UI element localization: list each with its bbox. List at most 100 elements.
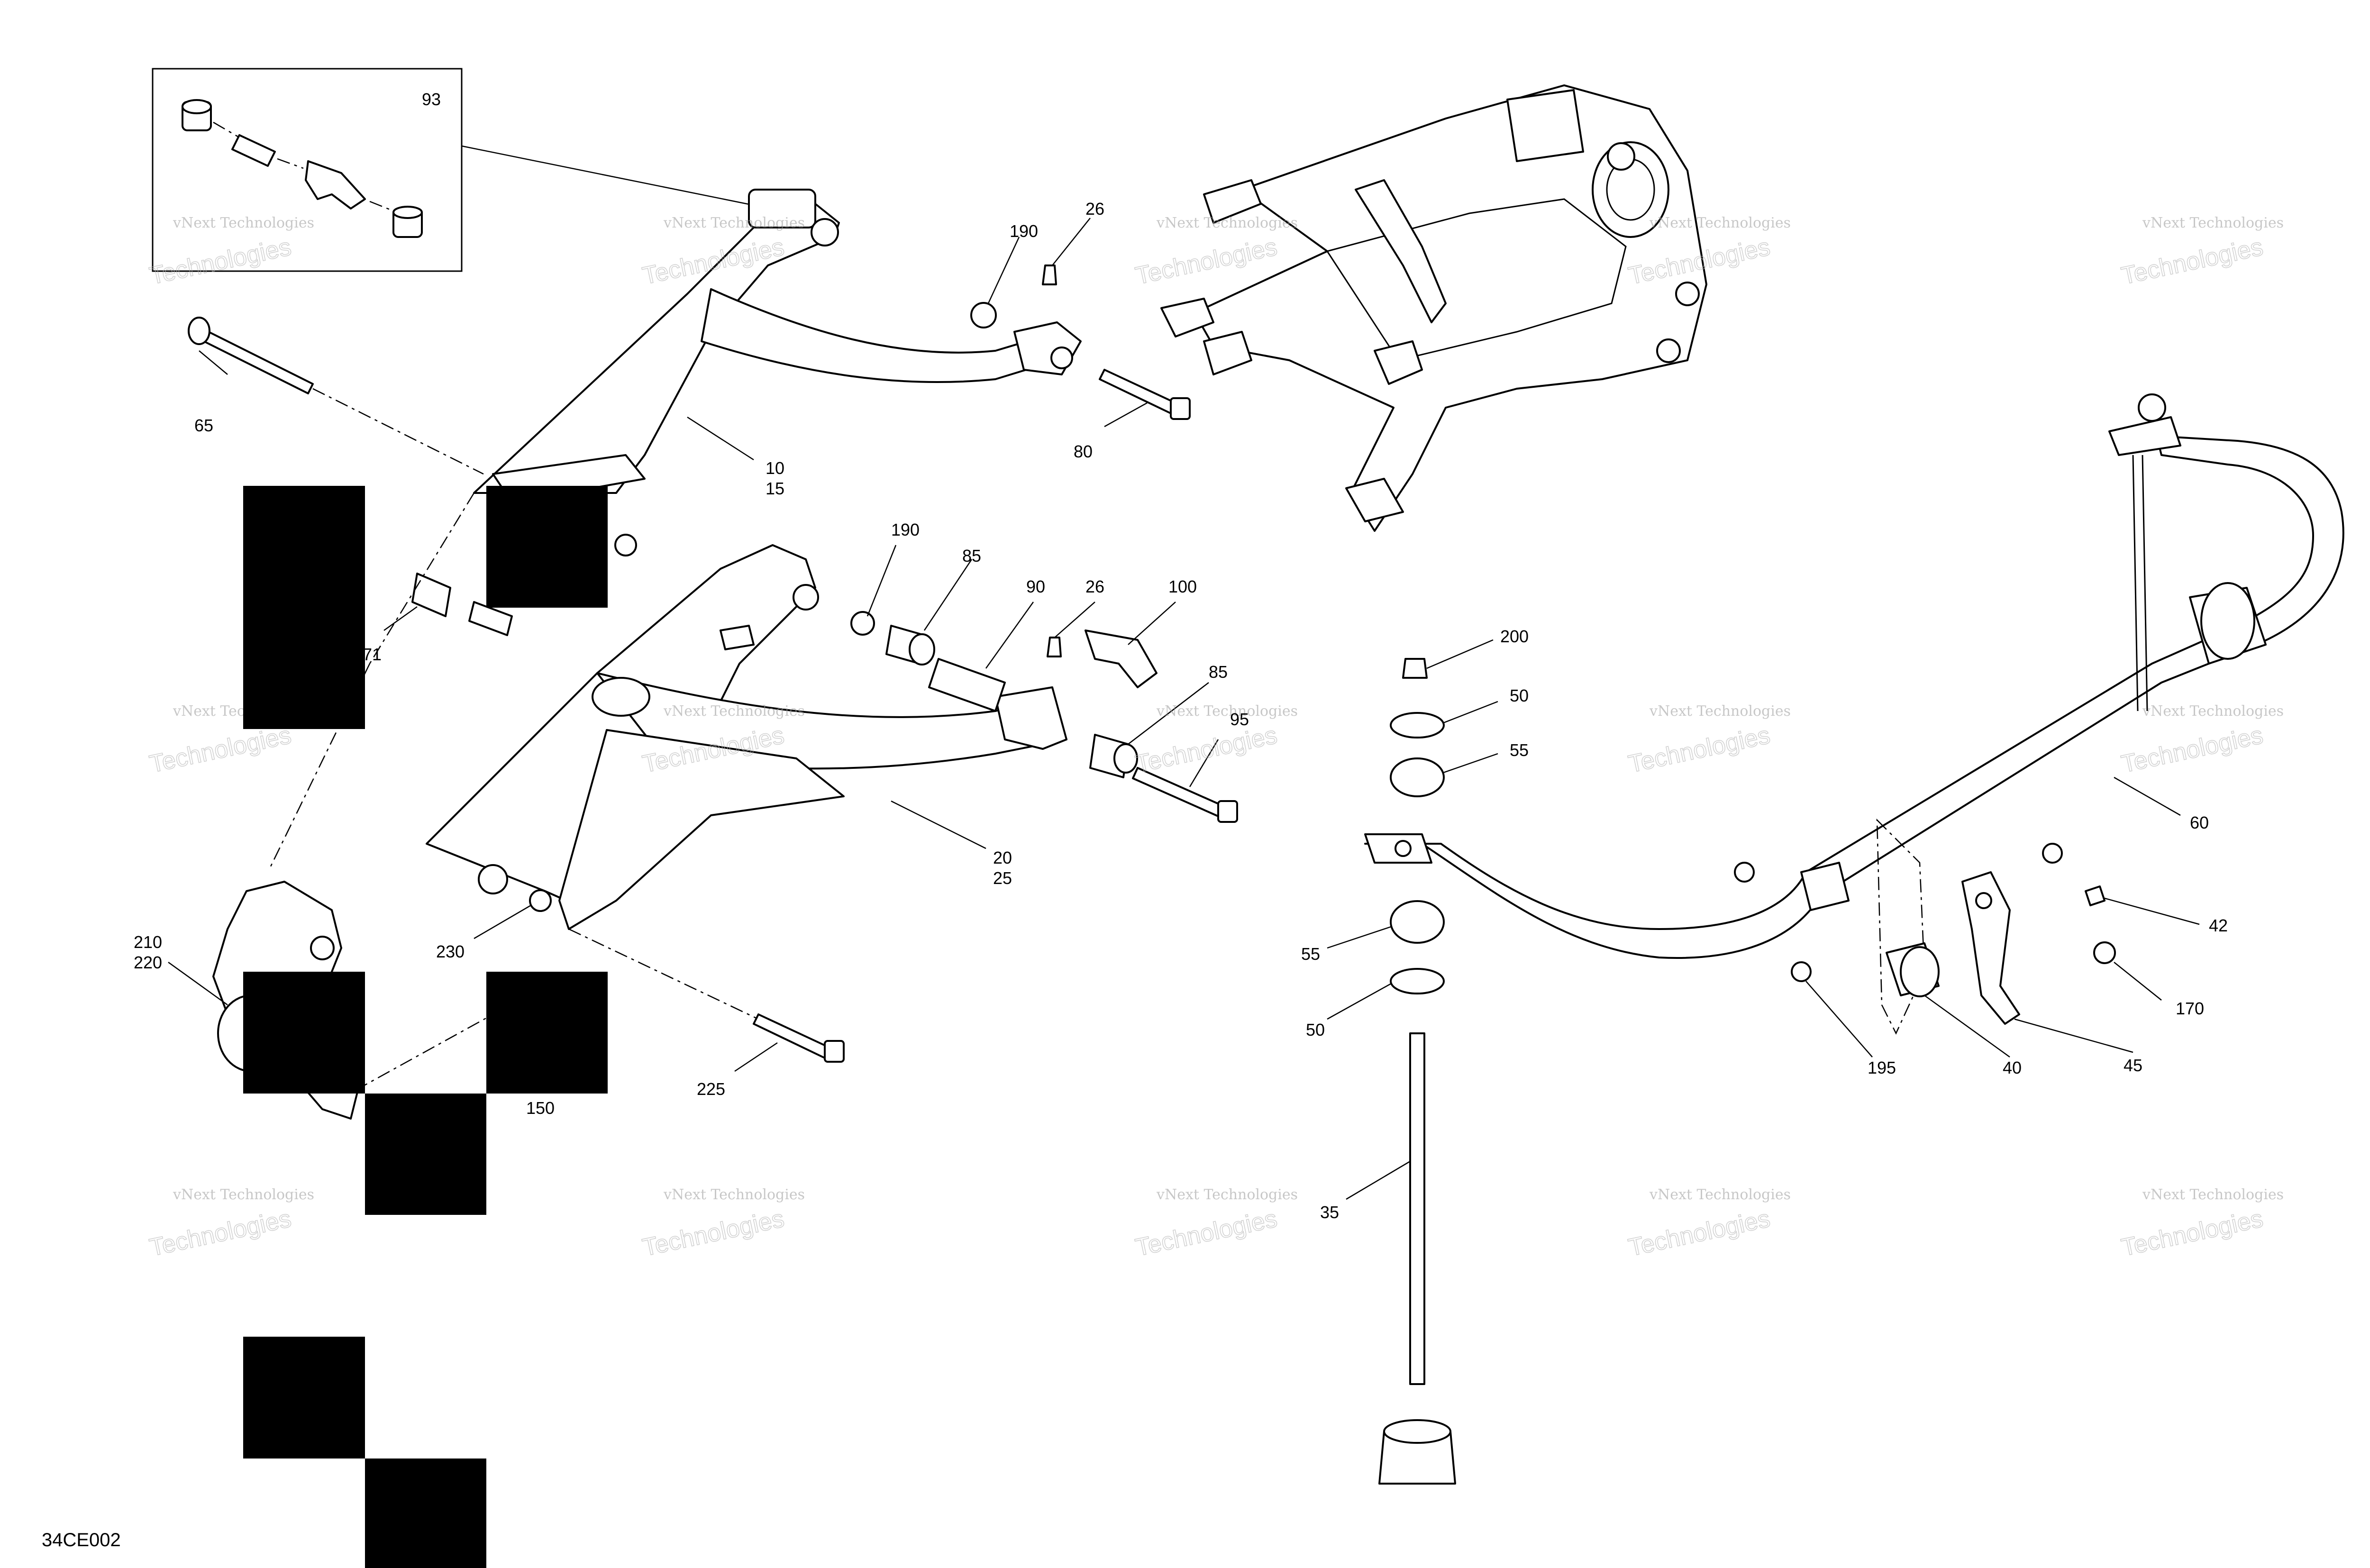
grease-fitting-26-top [1042,264,1057,285]
grease-fitting-42 [2085,885,2106,906]
bushing-71 [411,534,637,636]
svg-text:vNext Technologies: vNext Technologies [1649,1186,1791,1203]
watermark: Technologies vNext Technologies [147,215,314,291]
callout-45: 45 [2124,1056,2142,1075]
callout-150: 150 [526,1098,555,1118]
svg-text:vNext Technologies: vNext Technologies [1156,215,1298,231]
bolt-170 [2093,941,2116,964]
nut-190-top [970,302,997,328]
callout-26-top: 26 [1085,199,1104,219]
rear-subframe [1160,84,1707,532]
bushing-85-right [1089,734,1138,778]
redaction-block [486,972,608,1094]
callout-71: 71 [363,645,382,664]
redaction-block [486,486,608,608]
callout-210: 210 [134,932,162,952]
svg-text:Technologies: Technologies [640,1205,786,1262]
callout-200: 200 [1500,627,1529,646]
svg-text:vNext Technologies: vNext Technologies [663,1186,805,1203]
bracket-100 [1085,629,1158,688]
svg-text:Technologies: Technologies [1133,233,1279,290]
callout-93: 93 [422,90,441,109]
svg-text:Technologies: Technologies [147,233,293,290]
svg-text:vNext Technologies: vNext Technologies [663,215,805,231]
svg-text:Technologies: Technologies [1133,1205,1279,1262]
bolt-225 [753,1013,845,1063]
svg-text:Technologies: Technologies [2119,721,2265,778]
sleeve-90 [928,658,1006,712]
svg-text:Technologies: Technologies [2119,1205,2265,1262]
callout-195: 195 [1868,1058,1896,1077]
svg-text:vNext Technologies: vNext Technologies [1649,215,1791,231]
callout-65: 65 [194,416,213,435]
watermark: Technologies vNext Technologies [147,1186,314,1262]
callout-20: 20 [993,848,1012,867]
svg-text:vNext Technologies: vNext Technologies [173,1186,314,1203]
svg-text:Technologies: Technologies [2119,233,2265,290]
callout-15: 15 [766,479,784,498]
redaction-blocks [243,486,608,1568]
callout-55-top: 55 [1510,740,1529,760]
callout-60: 60 [2190,813,2209,832]
svg-text:vNext Technologies: vNext Technologies [1156,703,1298,720]
callout-95: 95 [1230,710,1249,729]
watermark: Technologies vNext Technologies [640,1186,805,1262]
redaction-block [243,486,365,729]
redaction-block [243,972,365,1094]
svg-text:Technologies: Technologies [1133,721,1279,778]
sway-bar-clamp-dash [1876,818,1925,1035]
callout-labels: 93 65 10 15 190 26 80 71 190 85 90 26 10… [42,90,2228,1550]
sway-bar [1364,393,2344,959]
detail-inset-93 [152,68,759,272]
bushing-40 [1886,942,1940,997]
svg-text:Technologies: Technologies [147,1205,293,1262]
svg-text:vNext Technologies: vNext Technologies [663,703,805,720]
svg-text:vNext Technologies: vNext Technologies [2142,215,2284,231]
callout-55-lower: 55 [1301,944,1320,964]
watermark: Technologies vNext Technologies [1626,1186,1791,1262]
redaction-block [365,1094,486,1215]
svg-text:vNext Technologies: vNext Technologies [173,215,314,231]
inset-bushing-flange [182,99,212,131]
bolt-head-upper [2042,843,2063,864]
bolt-95 [1132,767,1238,823]
watermark: Technologies vNext Technologies [2119,215,2284,291]
bushing-85-lower [885,625,935,665]
callout-190-lower: 190 [891,520,920,539]
lower-a-arm [426,544,1067,930]
callout-50-lower: 50 [1306,1020,1325,1039]
redaction-block [365,1459,486,1568]
callout-85-lower: 85 [962,546,981,565]
inset-bushing-end [392,206,423,238]
callout-50-top: 50 [1510,686,1529,705]
callout-35: 35 [1320,1203,1339,1222]
callout-90: 90 [1026,577,1045,596]
callout-100: 100 [1168,577,1197,596]
svg-text:vNext Technologies: vNext Technologies [2142,703,2284,720]
upper-a-arm [473,189,1082,503]
leader-lines [168,218,2200,1200]
callout-220: 220 [134,953,162,972]
inset-sleeve [231,134,276,167]
nut-190-lower [850,611,875,636]
callout-225: 225 [697,1079,725,1099]
callout-40: 40 [2003,1058,2022,1077]
bolt-80 [1099,369,1191,420]
callout-230: 230 [436,942,465,961]
callout-26-lower: 26 [1085,577,1104,596]
svg-text:Technologies: Technologies [1626,721,1772,778]
callout-25: 25 [993,868,1012,888]
svg-text:vNext Technologies: vNext Technologies [1649,703,1791,720]
end-link-stack [1378,658,1456,1485]
washer-195-top [1734,862,1755,883]
callout-10: 10 [766,458,784,478]
clamp-45 [1961,871,2020,1025]
svg-text:Technologies: Technologies [1626,1205,1772,1262]
grease-fitting-26-lower [1047,637,1062,657]
